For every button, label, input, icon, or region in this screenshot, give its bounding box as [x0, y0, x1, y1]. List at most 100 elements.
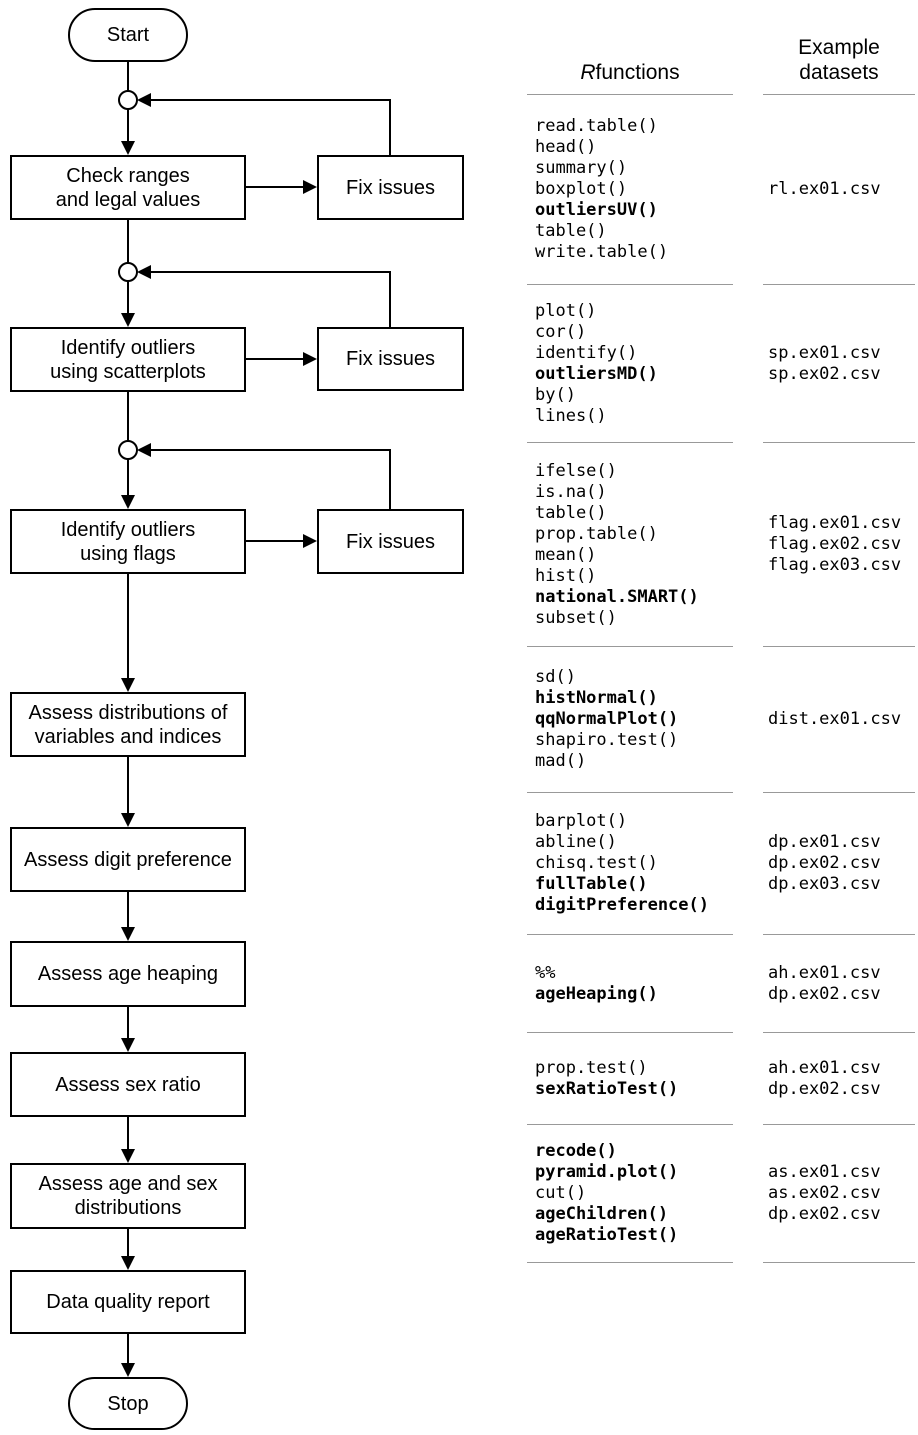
dataset-file: flag.ex03.csv — [768, 555, 902, 575]
step-assess-age-heaping: Assess age heaping — [10, 941, 246, 1007]
arrowhead-box9-stop — [121, 1363, 135, 1377]
r-function: read.table() — [535, 116, 658, 136]
dataset-file: as.ex02.csv — [768, 1183, 881, 1203]
dataset-file: dp.ex02.csv — [768, 1078, 881, 1099]
r-function: sexRatioTest() — [535, 1078, 679, 1099]
arrowhead-box3-box4 — [121, 678, 135, 692]
dataset-file: dp.ex02.csv — [768, 853, 881, 873]
r-function: national.SMART() — [535, 586, 699, 607]
r-function: barplot() — [535, 811, 628, 831]
r-function: identify() — [535, 342, 638, 363]
r-function: table() — [535, 502, 607, 523]
r-function: fullTable() — [535, 874, 648, 894]
step-data-quality-report: Data quality report — [10, 1270, 246, 1334]
arrowhead-box2-fix2 — [303, 352, 317, 366]
start-node: Start — [68, 8, 188, 62]
arrowhead-junction3-box3 — [121, 495, 135, 509]
r-function: hist() — [535, 565, 597, 586]
junction-circle-1 — [118, 90, 138, 110]
r-function: cut() — [535, 1183, 587, 1203]
step-check-ranges: Check ranges and legal values — [10, 155, 246, 220]
dataset-file: dist.ex01.csv — [768, 709, 902, 729]
r-functions-column: R functions read.table()head()summary()b… — [527, 0, 733, 1263]
dataset-file: ah.ex01.csv — [768, 962, 881, 983]
arrowhead-box4-box5 — [121, 813, 135, 827]
loop-fix2-junction2 — [150, 271, 391, 327]
dataset-file: sp.ex01.csv — [768, 342, 881, 363]
arrowhead-box5-box6 — [121, 927, 135, 941]
r-functions-section: prop.test()sexRatioTest() — [527, 1033, 733, 1125]
r-function: ageRatioTest() — [535, 1225, 679, 1245]
r-function: plot() — [535, 300, 597, 321]
dataset-file: ah.ex01.csv — [768, 1057, 881, 1078]
step-outliers-scatterplots: Identify outliers using scatterplots — [10, 327, 246, 392]
step-assess-sex-ratio: Assess sex ratio — [10, 1052, 246, 1117]
datasets-section: rl.ex01.csv — [763, 95, 915, 285]
arrowhead-junction2-box2 — [121, 313, 135, 327]
r-function: digitPreference() — [535, 895, 709, 915]
r-function: ageHeaping() — [535, 983, 658, 1004]
r-functions-header-italic-r: R — [580, 61, 596, 84]
datasets-header: Example datasets — [763, 0, 915, 95]
stop-node: Stop — [68, 1377, 188, 1430]
r-function: summary() — [535, 158, 628, 178]
r-functions-section: read.table()head()summary()boxplot()outl… — [527, 95, 733, 285]
r-functions-section: %%ageHeaping() — [527, 935, 733, 1033]
r-function: head() — [535, 137, 597, 157]
step-assess-age-sex-distributions: Assess age and sex distributions — [10, 1163, 246, 1229]
step-outliers-flags: Identify outliers using flags — [10, 509, 246, 574]
r-functions-section: ifelse()is.na()table()prop.table()mean()… — [527, 443, 733, 647]
dataset-file: dp.ex03.csv — [768, 874, 881, 894]
arrowhead-box6-box7 — [121, 1038, 135, 1052]
r-function: subset() — [535, 607, 617, 628]
step-assess-digit-preference: Assess digit preference — [10, 827, 246, 892]
r-functions-section: barplot()abline()chisq.test()fullTable()… — [527, 793, 733, 935]
arrowhead-box7-box8 — [121, 1149, 135, 1163]
r-function: shapiro.test() — [535, 730, 679, 750]
arrowhead-box3-fix3 — [303, 534, 317, 548]
dataset-file: rl.ex01.csv — [768, 179, 881, 199]
dataset-file: as.ex01.csv — [768, 1162, 881, 1182]
r-function: abline() — [535, 832, 617, 852]
arrowhead-box1-fix1 — [303, 180, 317, 194]
fix-issues-node-3: Fix issues — [317, 509, 464, 574]
arrowhead-junction1-box1 — [121, 141, 135, 155]
datasets-section: dist.ex01.csv — [763, 647, 915, 793]
r-function: table() — [535, 221, 607, 241]
arrowhead-loop2 — [137, 265, 151, 279]
r-function: outliersMD() — [535, 363, 658, 384]
r-function: is.na() — [535, 481, 607, 502]
r-function: qqNormalPlot() — [535, 709, 679, 729]
r-function: prop.test() — [535, 1057, 648, 1078]
fix-issues-node-1: Fix issues — [317, 155, 464, 220]
arrowhead-loop1 — [137, 93, 151, 107]
r-function: pyramid.plot() — [535, 1162, 679, 1182]
dataset-file: dp.ex02.csv — [768, 983, 881, 1004]
r-function: %% — [535, 962, 556, 983]
arrowhead-loop3 — [137, 443, 151, 457]
r-function: mean() — [535, 544, 597, 565]
r-function: by() — [535, 384, 576, 405]
dataset-file: flag.ex01.csv — [768, 513, 902, 533]
dataset-file: flag.ex02.csv — [768, 534, 902, 554]
r-functions-section: recode()pyramid.plot()cut()ageChildren()… — [527, 1125, 733, 1263]
r-functions-section: sd()histNormal()qqNormalPlot()shapiro.te… — [527, 647, 733, 793]
r-function: write.table() — [535, 242, 669, 262]
dataset-file: dp.ex02.csv — [768, 1204, 881, 1224]
r-function: mad() — [535, 751, 587, 771]
r-function: boxplot() — [535, 179, 628, 199]
dataset-file: dp.ex01.csv — [768, 832, 881, 852]
r-function: ifelse() — [535, 460, 617, 481]
r-functions-header-rest: functions — [595, 61, 680, 84]
r-function: prop.table() — [535, 523, 658, 544]
r-function: ageChildren() — [535, 1204, 669, 1224]
